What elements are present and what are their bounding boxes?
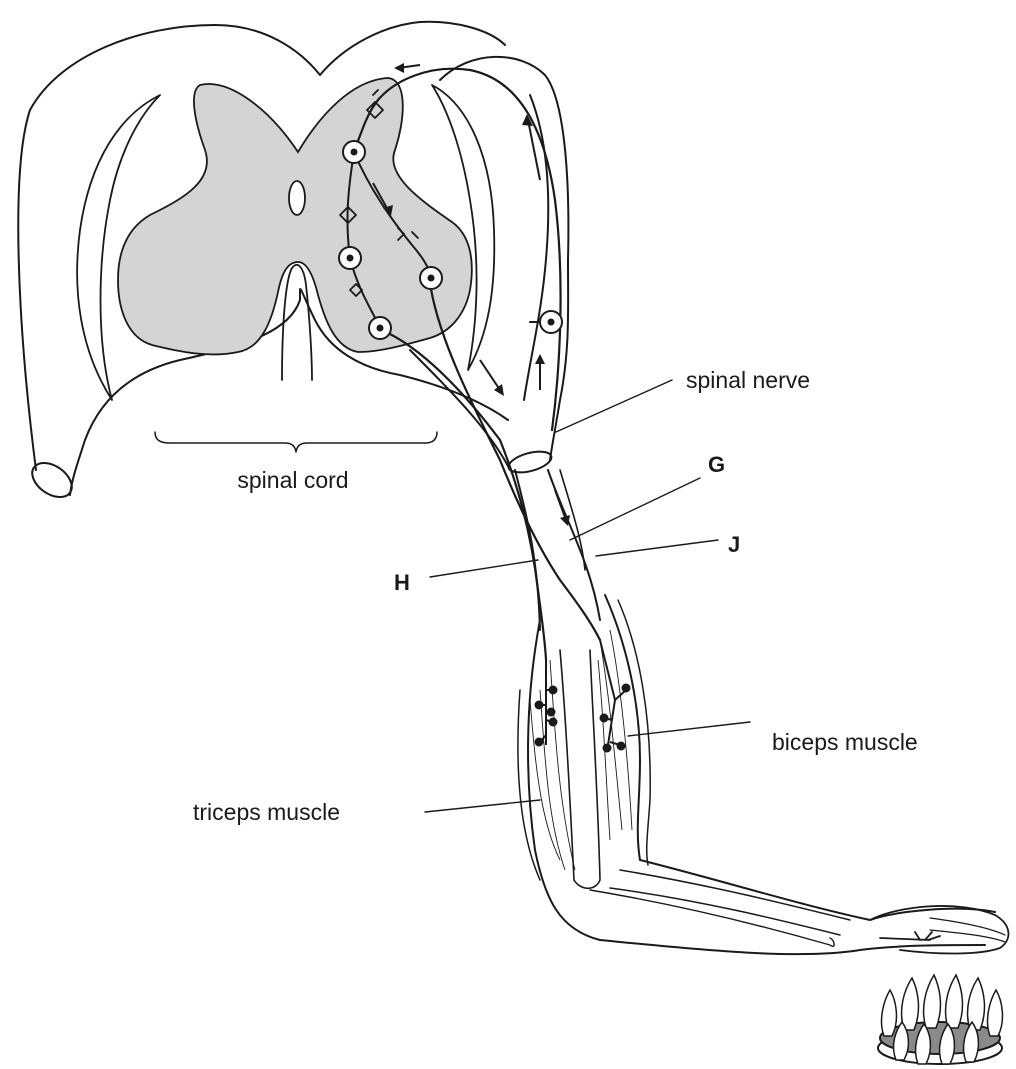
triceps-muscle-label: triceps muscle [193,799,340,825]
arm [515,470,1008,954]
motor-neuron-body-biceps [420,267,442,289]
relay-neuron-body-2 [339,247,361,269]
dorsal-root-ganglion-cell [530,311,562,333]
motor-neuron-body-triceps [369,317,391,339]
motor-neuron-biceps-axon [431,289,600,640]
label-g: G [708,452,725,477]
central-canal [289,181,305,215]
label-h: H [394,570,410,595]
gas-flame-icon [878,975,1002,1064]
label-j: J [728,532,740,557]
spinal-nerve-label: spinal nerve [686,367,810,393]
biceps-muscle-label: biceps muscle [772,729,918,755]
spinal-cord [18,22,508,504]
labels: spinal cord spinal nerve G J H biceps mu… [155,367,918,825]
spinal-cord-label: spinal cord [237,467,348,493]
nerve-section-ring [506,448,553,477]
relay-neuron-body [343,141,365,163]
grey-matter [118,78,472,354]
spinal-cord-brace [155,432,437,452]
